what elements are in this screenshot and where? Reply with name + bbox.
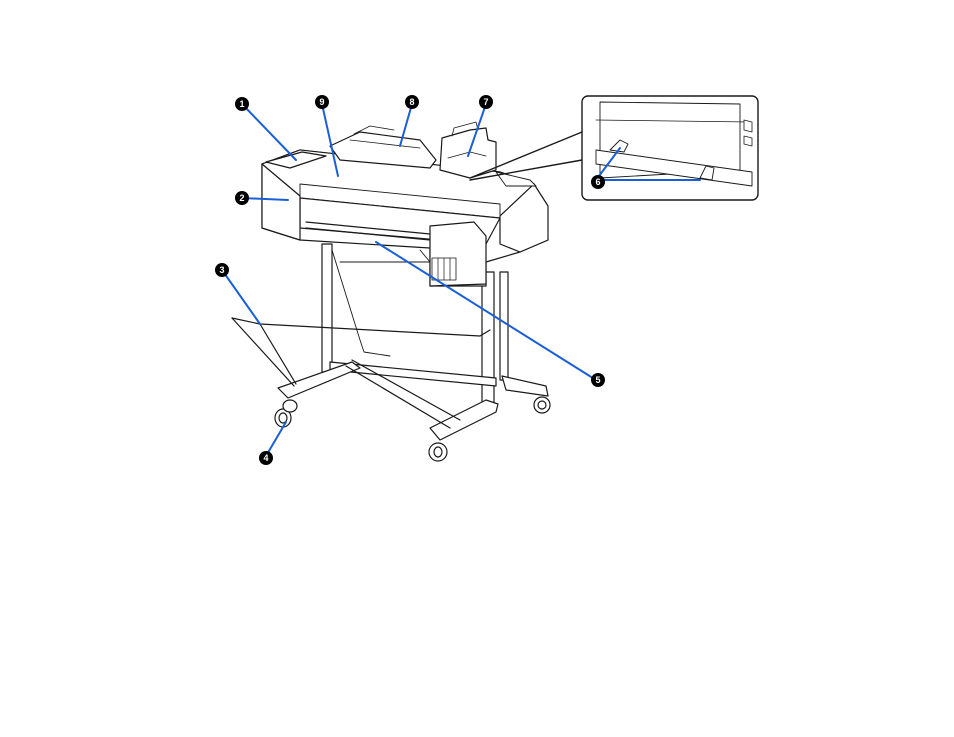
svg-text:2: 2 bbox=[239, 193, 244, 203]
leader-4 bbox=[266, 422, 286, 456]
callout-7: 7 bbox=[479, 95, 493, 109]
printer-illustration bbox=[232, 96, 758, 461]
leader-3 bbox=[222, 270, 260, 324]
svg-text:8: 8 bbox=[409, 97, 414, 107]
callout-1: 1 bbox=[235, 97, 249, 111]
svg-text:6: 6 bbox=[595, 177, 600, 187]
svg-text:1: 1 bbox=[239, 99, 244, 109]
svg-text:7: 7 bbox=[483, 97, 488, 107]
svg-text:9: 9 bbox=[319, 97, 324, 107]
printer-body bbox=[262, 122, 548, 286]
callout-4: 4 bbox=[259, 451, 273, 465]
callout-3: 3 bbox=[215, 263, 229, 277]
callout-6: 6 bbox=[591, 175, 605, 189]
casters bbox=[275, 397, 550, 461]
svg-text:3: 3 bbox=[219, 265, 224, 275]
callout-2: 2 bbox=[235, 191, 249, 205]
callout-8: 8 bbox=[405, 95, 419, 109]
callout-9: 9 bbox=[315, 95, 329, 109]
svg-text:4: 4 bbox=[263, 453, 268, 463]
svg-text:5: 5 bbox=[595, 375, 600, 385]
leader-1 bbox=[242, 104, 296, 160]
callout-5: 5 bbox=[591, 373, 605, 387]
